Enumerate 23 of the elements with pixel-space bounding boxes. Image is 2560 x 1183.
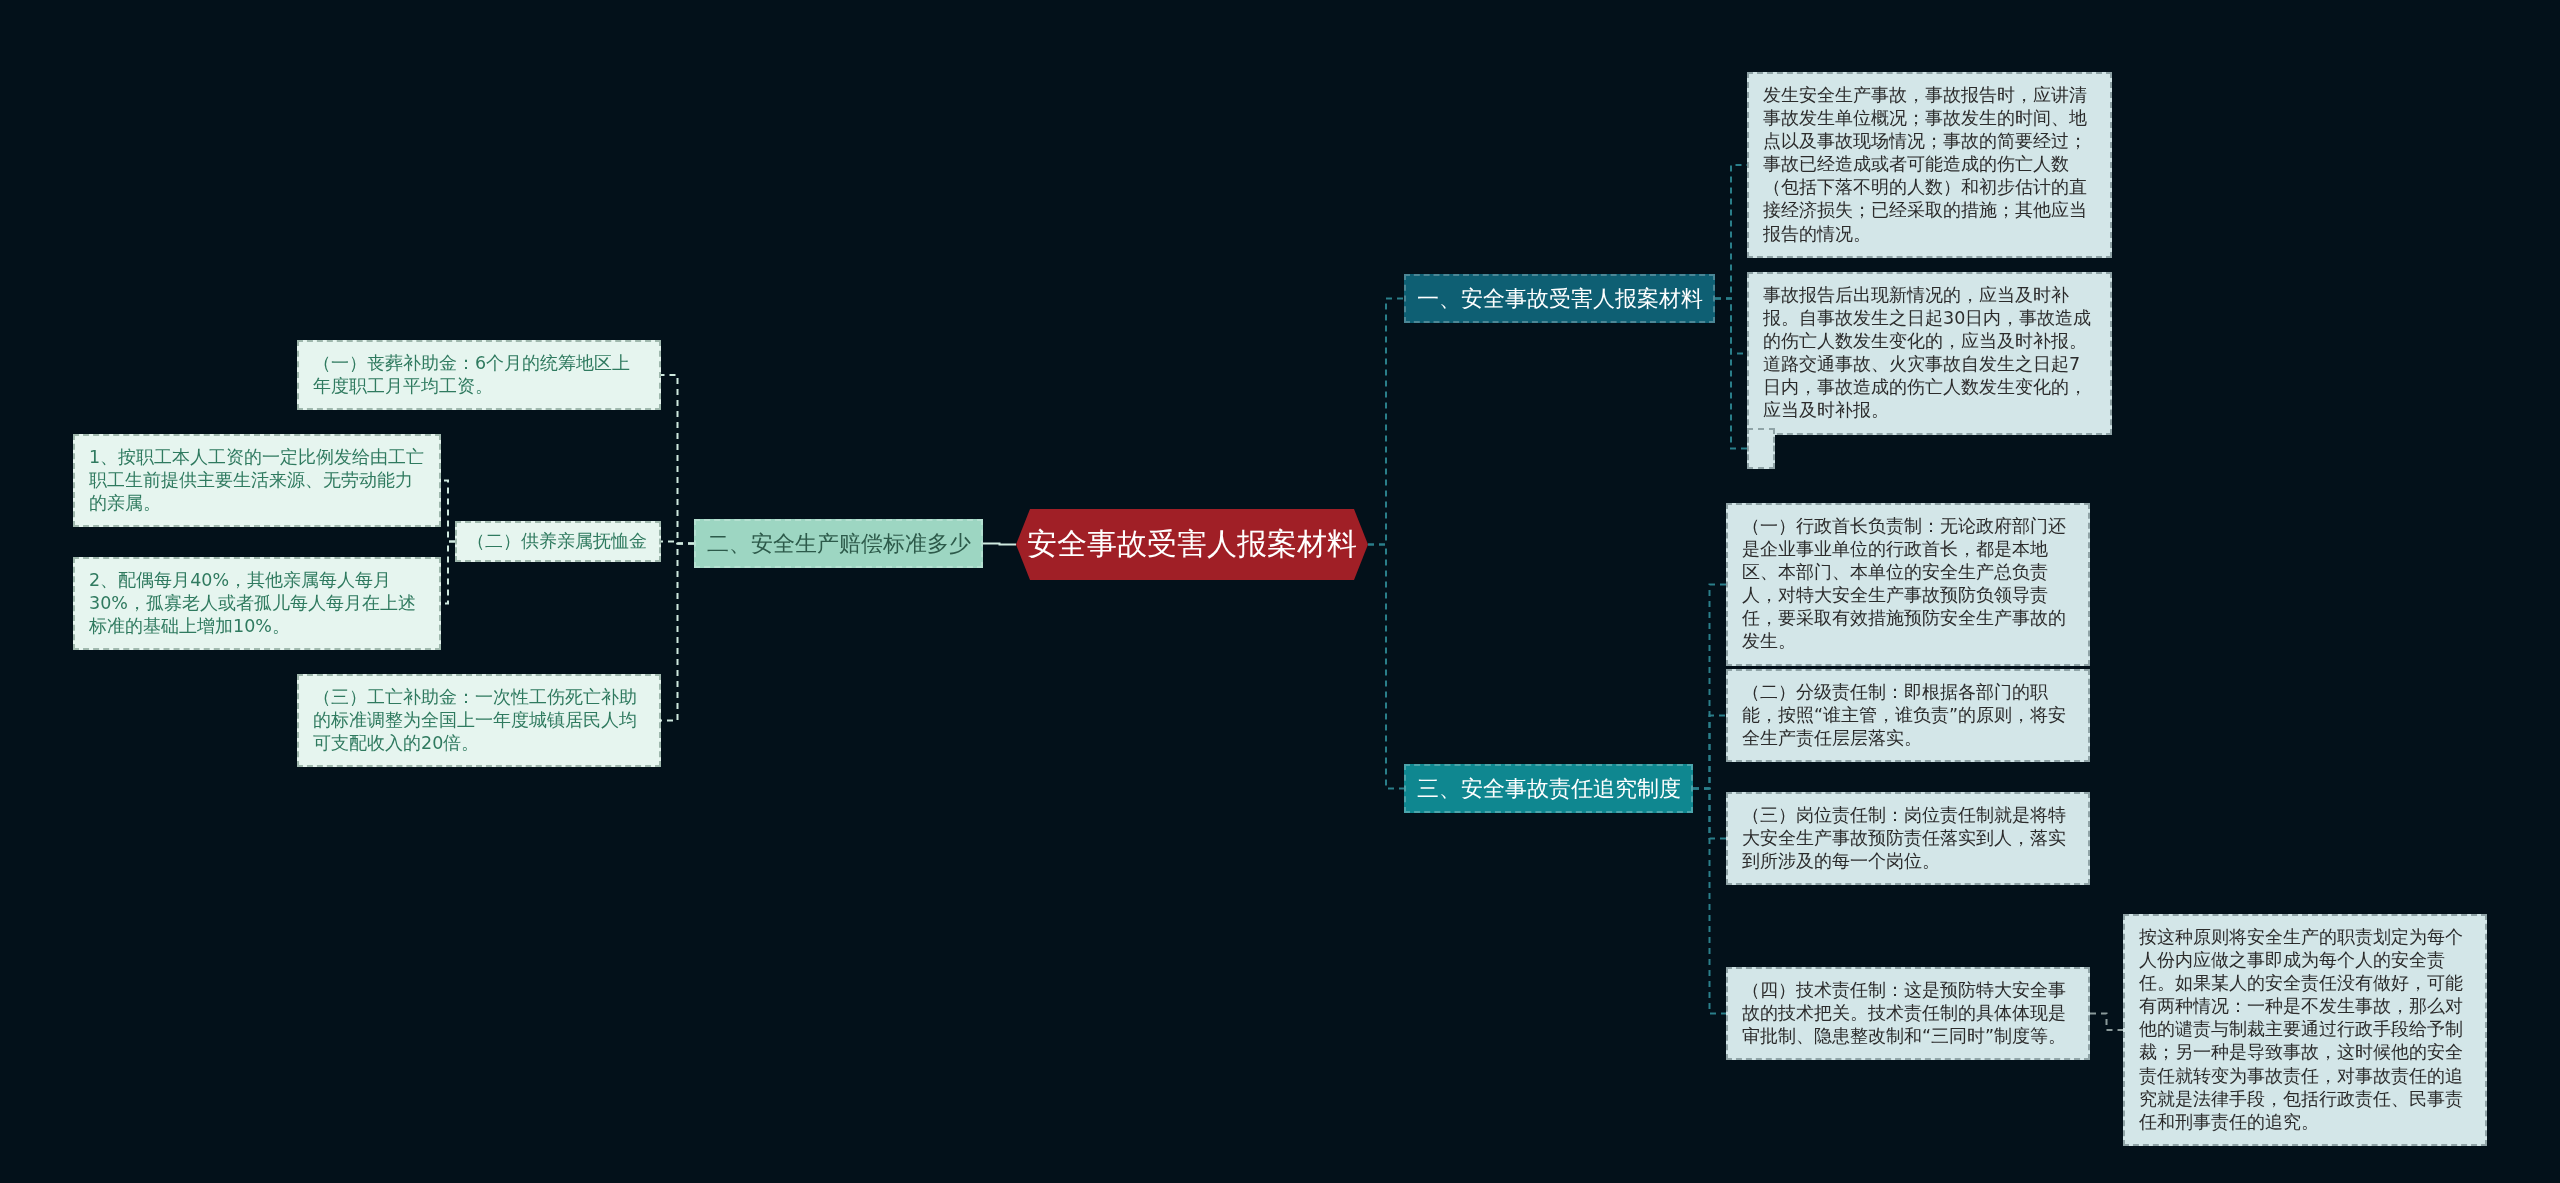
text-box: （二）供养亲属抚恤金 [455,521,661,562]
empty-box [1747,428,1775,469]
connector-line [1367,543,1405,790]
text-box: （三）岗位责任制：岗位责任制就是将特大安全生产事故预防责任落实到人，落实到所涉及的每一个岗位。 [1726,792,2090,886]
text-box: 事故报告后出现新情况的，应当及时补报。自事故发生之日起30日内，事故造成的伤亡人数发生变化的，应当及时补报。道路交通事故、火灾事故自发生之日起7日内，事故造成的伤亡人数发生变化的，应当及时补报。 [1747,272,2112,435]
central-topic: 安全事故受害人报案材料 [1016,509,1368,580]
text-box: 按这种原则将安全生产的职责划定为每个人份内应做之事即成为每个人的安全责任。如果某人的安全责任没有做好，可能有两种情况：一种是不发生事故，那么对他的谴责与制裁主要通过行政手段给予制裁；另一种是导致事故，这时候他的安全责任就转变为事故责任，对事故责任的追究就是法律手段，包括行政责任、民事责任和刑事责任的追究。 [2123,914,2487,1146]
topic-box: 一、安全事故受害人报案材料 [1404,274,1715,323]
text-box: （一）丧葬补助金：6个月的统筹地区上年度职工月平均工资。 [297,340,661,411]
text-box: （二）分级责任制：即根据各部门的职能，按照“谁主管，谁负责”的原则，将安全生产责任层层落实。 [1726,669,2090,763]
connector-line [660,542,695,722]
topic-box: 二、安全生产赔偿标准多少 [694,519,983,568]
topic-box: 三、安全事故责任追究制度 [1404,764,1693,813]
text-box: （三）工亡补助金：一次性工伤死亡补助的标准调整为全国上一年度城镇居民人均可支配收入的20倍。 [297,674,661,768]
connector-line [982,542,1017,546]
text-box: （四）技术责任制：这是预防特大安全事故的技术把关。技术责任制的具体体现是审批制、隐患整改制和“三同时”制度等。 [1726,967,2090,1061]
text-box: （一）行政首长负责制：无论政府部门还是企业事业单位的行政首长，都是本地区、本部门、本单位的安全生产总负责人，对特大安全生产事故预防负领导责任，要采取有效措施预防安全生产事故的发生。 [1726,503,2090,666]
connector-line [1692,787,1727,1015]
text-box: 1、按职工本人工资的一定比例发给由工亡职工生前提供主要生活来源、无劳动能力的亲属。 [73,434,441,528]
connector-line [1714,297,1748,450]
text-box: 2、配偶每月40%，其他亲属每人每月30%，孤寡老人或者孤儿每人每月在上述标准的基础上增加10%。 [73,557,441,651]
text-box: 发生安全生产事故，事故报告时，应讲清事故发生单位概况；事故发生的时间、地点以及事故现场情况；事故的简要经过；事故已经造成或者可能造成的伤亡人数（包括下落不明的人数）和初步估计的直接经济损失；已经采取的措施；其他应当报告的情况。 [1747,72,2112,258]
connector-line [2089,1012,2124,1031]
